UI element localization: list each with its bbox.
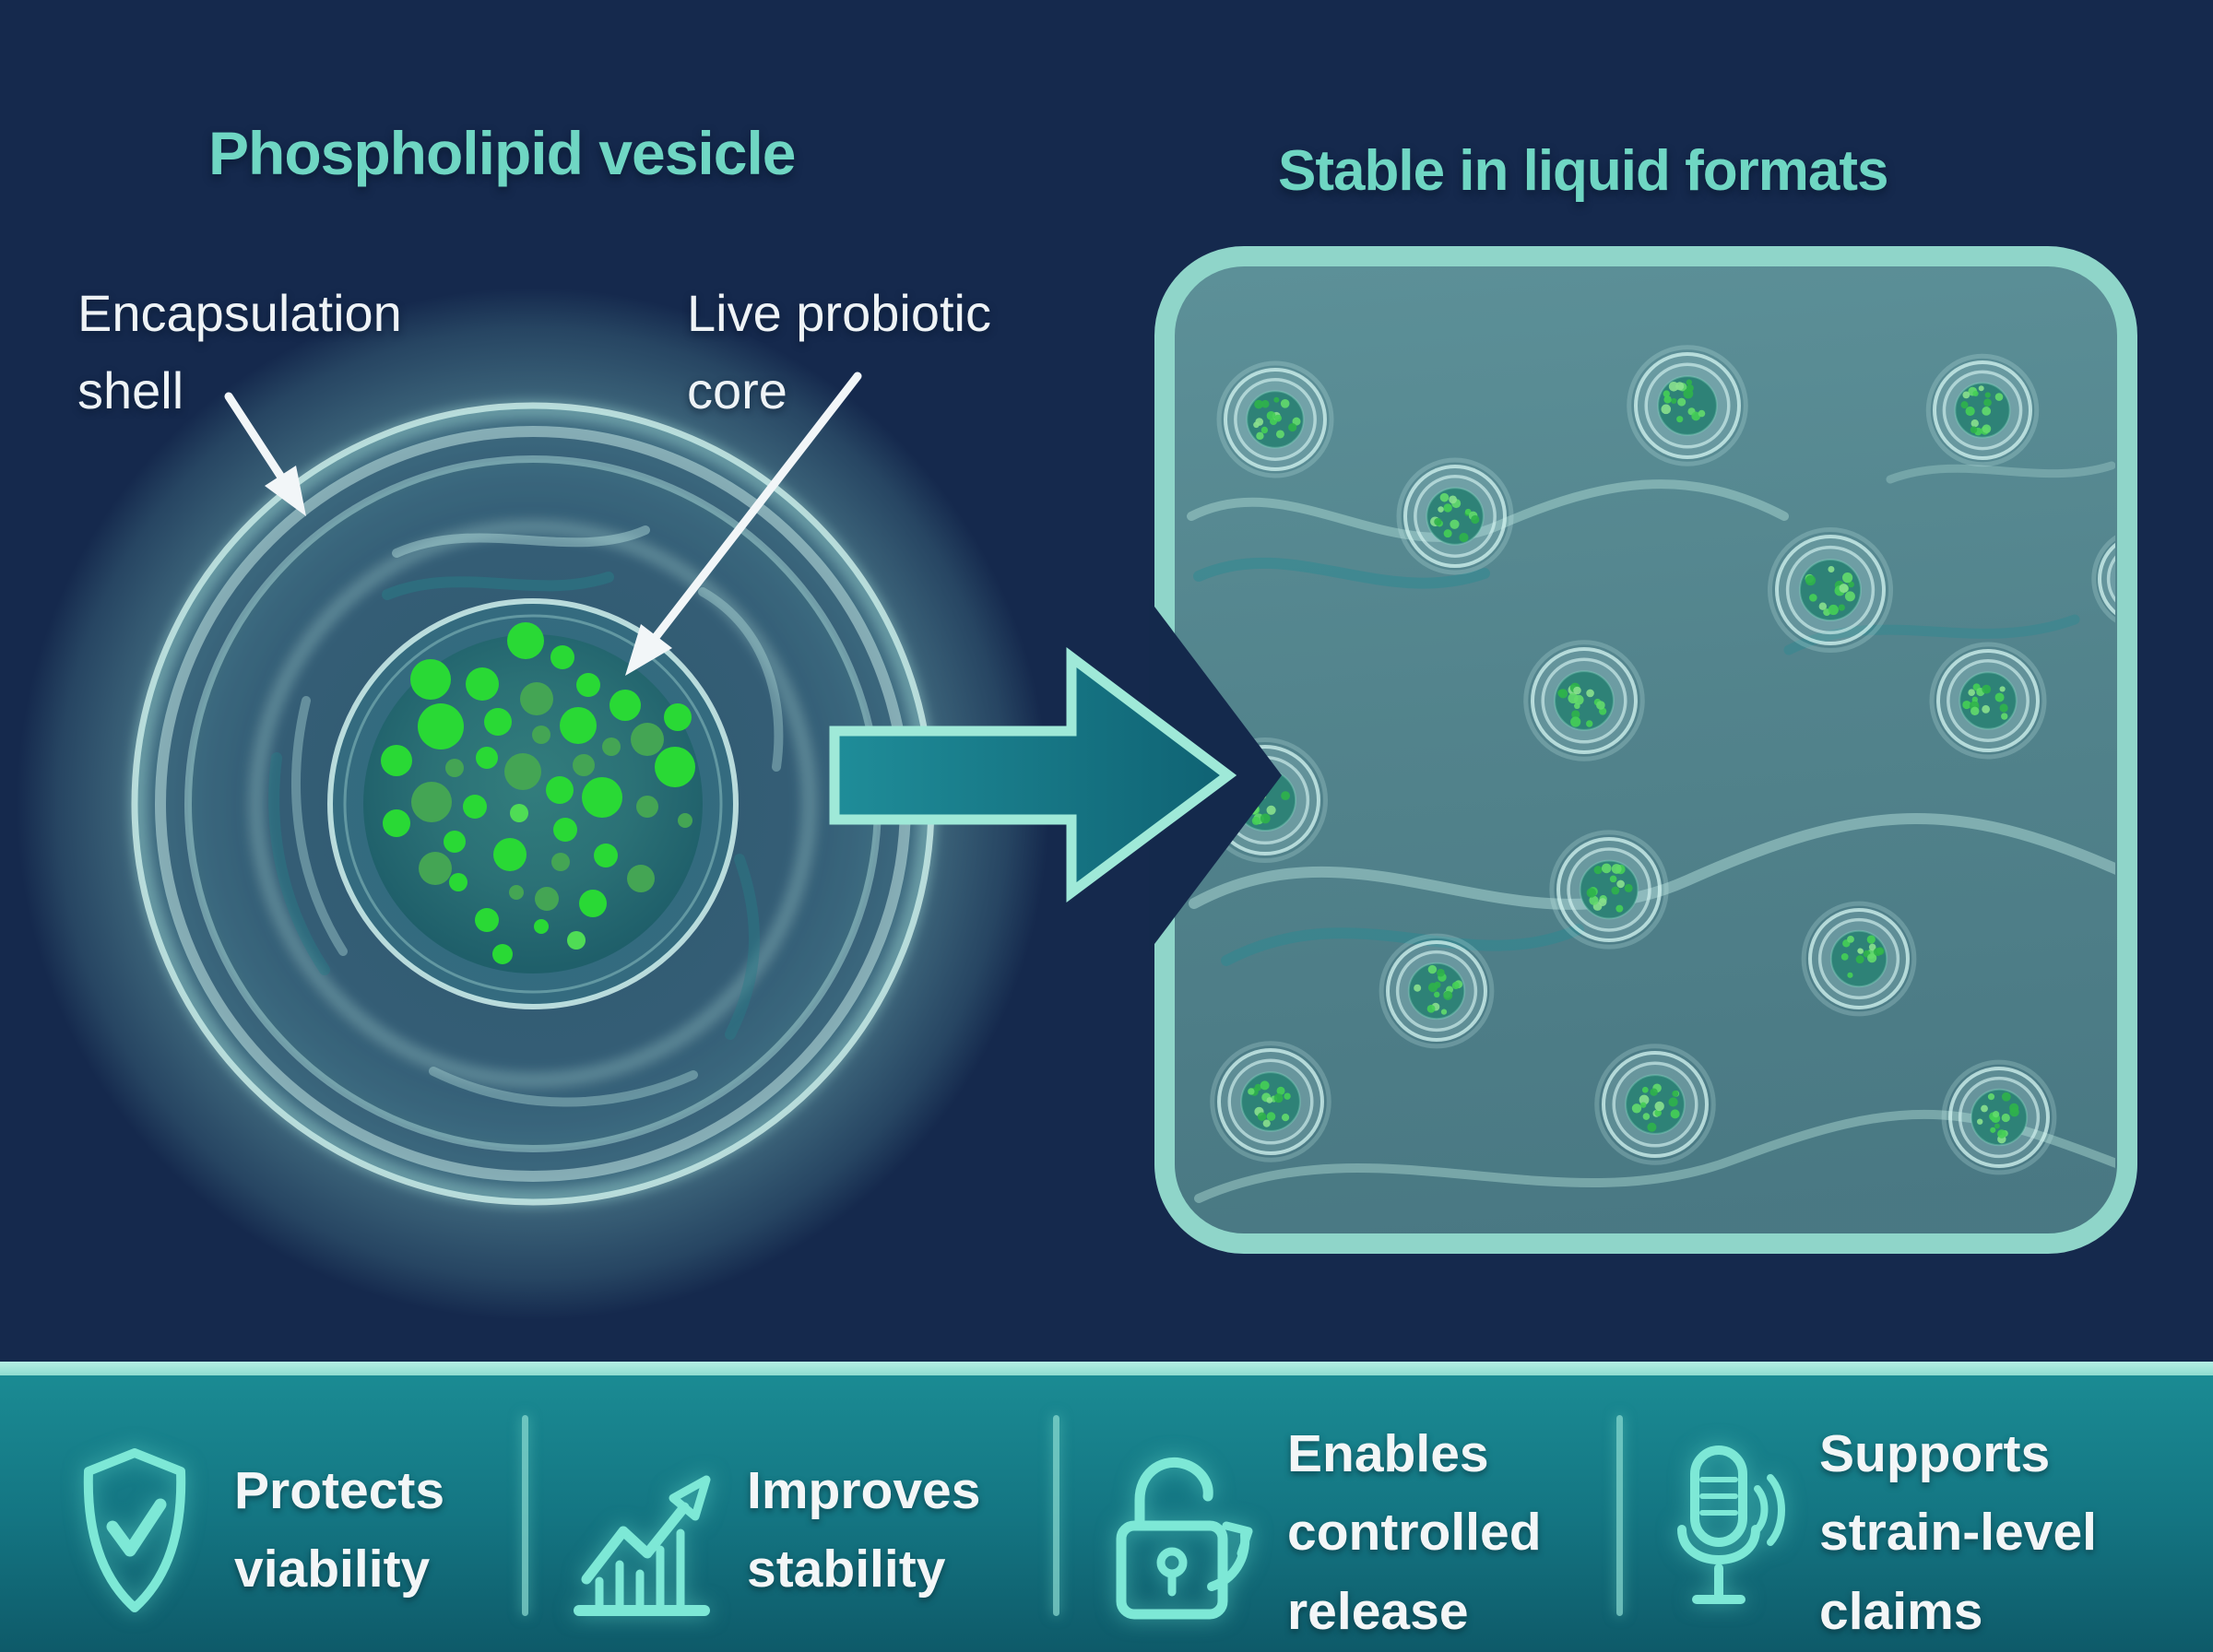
- benefit-line: Supports: [1819, 1423, 2051, 1483]
- bar-accent-stripe: [0, 1362, 2213, 1375]
- shell-pointer-arrowhead: [265, 466, 306, 516]
- benefit-controlled-release: Enables controlled release: [1108, 1424, 1542, 1641]
- probiotic-core-dots: [381, 622, 695, 964]
- annotation-arrows: [224, 372, 862, 676]
- benefit-line: stability: [747, 1540, 946, 1599]
- benefit-line: viability: [234, 1540, 431, 1599]
- benefit-protects-viability: Protects viability: [77, 1434, 444, 1627]
- unlock-release-icon: [1116, 1457, 1253, 1620]
- growth-chart-icon: [574, 1475, 711, 1616]
- benefit-text: Improves stability: [747, 1452, 980, 1610]
- label-line: Encapsulation: [77, 284, 402, 342]
- right-title: Stable in liquid formats: [1278, 139, 1889, 203]
- benefit-line: controlled: [1287, 1503, 1542, 1563]
- benefit-line: release: [1287, 1581, 1469, 1641]
- benefit-line: strain-level: [1819, 1503, 2097, 1563]
- bar-divider: [522, 1415, 528, 1616]
- benefit-line: Enables: [1287, 1423, 1489, 1483]
- core-inner-ring: [343, 614, 723, 994]
- benefits-bar: [0, 1362, 2213, 1652]
- benefit-text: Enables controlled release: [1287, 1415, 1542, 1652]
- benefit-line: Improves: [747, 1460, 981, 1520]
- label-line: shell: [77, 361, 184, 419]
- vesicle-ring: [248, 519, 818, 1089]
- benefit-text: Supports strain-level claims: [1819, 1415, 2097, 1652]
- label-line: core: [687, 361, 787, 419]
- bar-divider: [1616, 1415, 1623, 1616]
- benefit-strain-level-claims: Supports strain-level claims: [1669, 1424, 2097, 1641]
- benefit-improves-stability: Improves stability: [572, 1434, 980, 1627]
- label-line: Live probiotic: [687, 284, 991, 342]
- benefit-line: Protects: [234, 1460, 445, 1520]
- bar-divider: [1053, 1415, 1059, 1616]
- core-pointer-line: [652, 372, 862, 641]
- shell-pointer-line: [224, 392, 285, 480]
- microphone-waves-icon: [1677, 1446, 1785, 1604]
- vesicle-inner-waves: [268, 525, 784, 1107]
- encapsulation-shell-label: Encapsulation shell: [77, 275, 402, 430]
- benefit-text: Protects viability: [234, 1452, 444, 1610]
- benefit-line: claims: [1819, 1581, 1983, 1641]
- left-title: Phospholipid vesicle: [208, 119, 796, 187]
- core-pointer-arrowhead: [625, 624, 672, 676]
- live-probiotic-core-label: Live probiotic core: [687, 275, 991, 430]
- transition-arrow: [829, 646, 1237, 903]
- liquid-format-panel: [1154, 246, 2137, 1254]
- shield-check-icon: [83, 1448, 186, 1612]
